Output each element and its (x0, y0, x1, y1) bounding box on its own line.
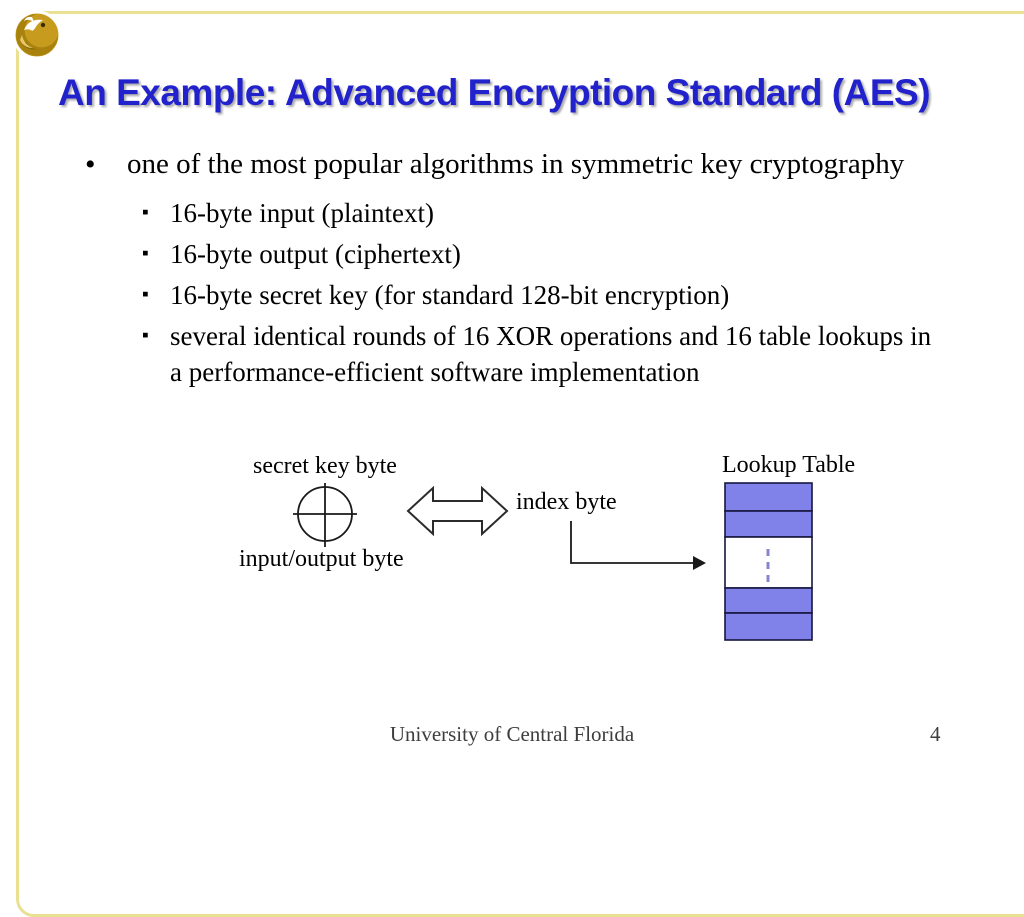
slide-title: An Example: Advanced Encryption Standard… (58, 72, 931, 113)
sub-bullet-text: 16-byte output (ciphertext) (170, 239, 461, 269)
square-bullet-icon: ▪ (142, 284, 149, 305)
sub-bullet-item: ▪ several identical rounds of 16 XOR ope… (142, 318, 945, 390)
lookup-table-graphic (724, 482, 813, 641)
page-number: 4 (930, 722, 941, 746)
input-output-byte-label: input/output byte (239, 546, 404, 572)
index-byte-label: index byte (516, 489, 617, 515)
aes-diagram (293, 482, 813, 641)
square-bullet-icon: ▪ (142, 243, 149, 264)
square-bullet-icon: ▪ (142, 325, 149, 346)
bullet-dot-icon: • (85, 148, 96, 181)
slide-body: • one of the most popular algorithms in … (85, 146, 945, 395)
double-arrow-icon (406, 485, 509, 537)
sub-bullet-item: ▪ 16-byte output (ciphertext) (142, 236, 945, 272)
ucf-pegasus-logo-icon (12, 10, 62, 60)
sub-bullet-item: ▪ 16-byte secret key (for standard 128-b… (142, 277, 945, 313)
xor-icon (293, 483, 357, 547)
sub-bullet-text: 16-byte input (plaintext) (170, 198, 434, 228)
sub-bullet-list: ▪ 16-byte input (plaintext) ▪ 16-byte ou… (142, 195, 945, 390)
footer-institution: University of Central Florida (389, 722, 635, 746)
sub-bullet-text: 16-byte secret key (for standard 128-bit… (170, 280, 730, 310)
index-connector-arrow (570, 521, 706, 570)
sub-bullet-text: several identical rounds of 16 XOR opera… (170, 321, 932, 387)
square-bullet-icon: ▪ (142, 202, 149, 223)
main-bullet-text: one of the most popular algorithms in sy… (127, 148, 905, 180)
main-bullet-item: • one of the most popular algorithms in … (85, 146, 945, 183)
sub-bullet-item: ▪ 16-byte input (plaintext) (142, 195, 945, 231)
lookup-table-label: Lookup Table (722, 452, 856, 478)
secret-key-byte-label: secret key byte (253, 453, 397, 479)
